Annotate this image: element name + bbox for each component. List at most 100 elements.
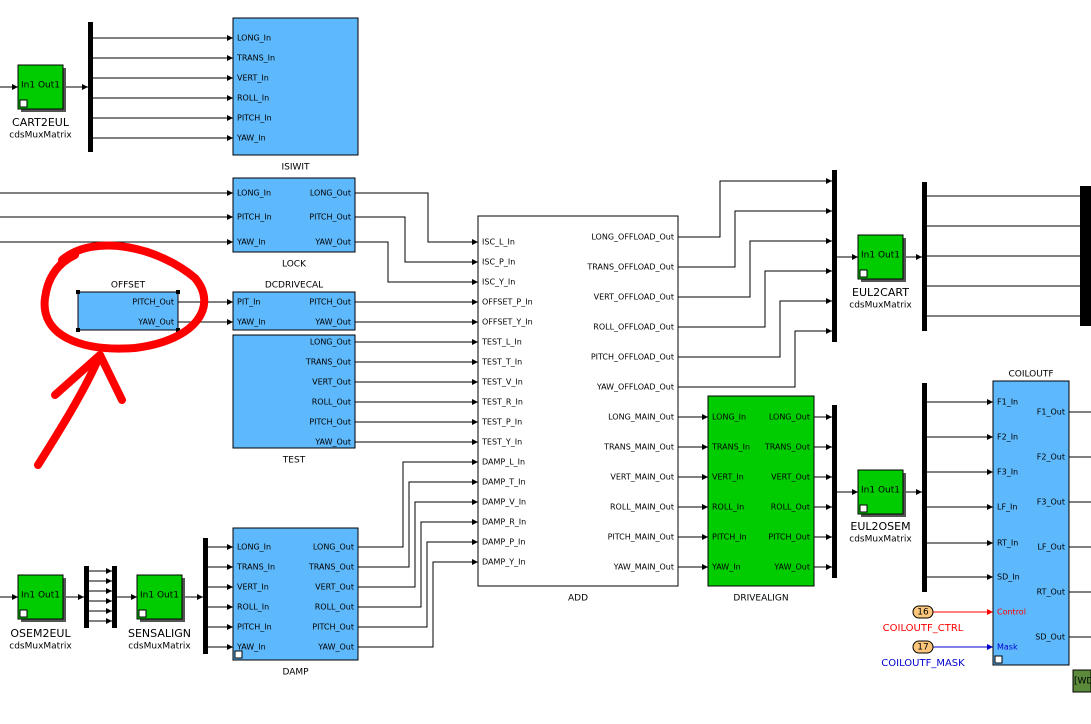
from-tag-shape[interactable] xyxy=(912,640,934,654)
signal-wire xyxy=(355,241,478,285)
test-block[interactable]: LONG_OutTRANS_OutVERT_OutROLL_OutPITCH_O… xyxy=(232,334,356,466)
add-out-port-label: ROLL_OFFLOAD_Out xyxy=(593,323,674,332)
test-out-port-label: LONG_Out xyxy=(310,338,351,347)
damp-title: DAMP xyxy=(282,668,309,678)
offset-title: OFFSET xyxy=(111,281,146,291)
damp-out-port-label: TRANS_Out xyxy=(308,563,354,572)
add-out-port-label: PITCH_MAIN_Out xyxy=(608,533,674,542)
isiwit-body[interactable] xyxy=(232,17,359,156)
link-icon xyxy=(19,99,28,108)
isiwit-block[interactable]: LONG_InTRANS_InVERT_InROLL_InPITCH_InYAW… xyxy=(232,17,359,173)
sensalign-name: SENSALIGN xyxy=(128,627,191,640)
drivealign-in-port-label: YAW_In xyxy=(711,563,741,572)
add-out-port-label: YAW_MAIN_Out xyxy=(613,563,674,572)
coiloutf-title: COILOUTF xyxy=(1008,370,1053,380)
signal-wire xyxy=(678,238,832,298)
isiwit-in-port-label: VERT_In xyxy=(237,74,269,83)
eul2osem-ports: In1 Out1 xyxy=(861,486,900,496)
selection-handle xyxy=(76,290,80,294)
link-icon xyxy=(19,609,28,618)
coiloutf-out-port-label: LF_Out xyxy=(1037,543,1065,552)
isiwit-in-port-label: LONG_In xyxy=(237,34,271,43)
link-icon xyxy=(234,650,243,659)
dcdrivecal-body[interactable] xyxy=(232,291,356,331)
drivealign-in-port-label: VERT_In xyxy=(712,473,744,482)
mux-bar xyxy=(922,383,927,592)
drivealign-block[interactable]: LONG_InTRANS_InVERT_InROLL_InPITCH_InYAW… xyxy=(707,395,815,604)
signal-wire xyxy=(358,559,478,648)
eul2cart-ports: In1 Out1 xyxy=(861,251,900,261)
wd-body[interactable] xyxy=(1072,669,1091,693)
add-in-port-label: TEST_Y_In xyxy=(481,438,522,447)
osem2eul-name: OSEM2EUL xyxy=(10,627,71,640)
add-out-port-label: VERT_OFFLOAD_Out xyxy=(594,293,674,302)
mux-bar xyxy=(84,566,89,628)
test-out-port-label: PITCH_Out xyxy=(309,418,351,427)
signal-wire xyxy=(358,459,478,548)
coiloutf-out-port-label: F1_Out xyxy=(1037,408,1065,417)
isiwit-in-port-label: ROLL_In xyxy=(237,94,269,103)
dcdrivecal-in-port-label: YAW_In xyxy=(236,318,266,327)
damp-body[interactable] xyxy=(232,527,359,661)
test-title: TEST xyxy=(282,456,306,466)
isiwit-in-port-label: PITCH_In xyxy=(237,114,272,123)
damp-in-port-label: YAW_In xyxy=(236,643,266,652)
offset-body[interactable] xyxy=(77,291,179,331)
test-out-port-label: TRANS_Out xyxy=(305,358,351,367)
test-body[interactable] xyxy=(232,334,356,449)
annotation-arrow-head xyxy=(51,351,126,404)
isiwit-in-port-label: TRANS_In xyxy=(236,54,275,63)
coiloutf-body[interactable] xyxy=(992,380,1070,666)
add-in-port-label: TEST_P_In xyxy=(481,418,522,427)
signal-wire xyxy=(678,178,832,238)
signal-wire xyxy=(358,499,478,588)
coiloutf-in-port-label: F3_In xyxy=(997,468,1018,477)
drivealign-title: DRIVEALIGN xyxy=(733,594,788,604)
add-block[interactable]: ISC_L_InISC_P_InISC_Y_InOFFSET_P_InOFFSE… xyxy=(477,215,679,604)
drivealign-body[interactable] xyxy=(707,395,815,587)
add-body[interactable] xyxy=(477,215,679,587)
coiloutf-block[interactable]: F1_InF2_InF3_InLF_InRT_InSD_InF1_OutF2_O… xyxy=(992,370,1070,666)
from-tag-number: 16 xyxy=(917,608,929,618)
coiloutf-in-port-label: LF_In xyxy=(997,503,1018,512)
mux-bar xyxy=(88,22,93,152)
mux-bar xyxy=(832,170,837,342)
from-tag-shape[interactable] xyxy=(912,605,934,619)
selection-handle xyxy=(176,290,180,294)
eul2cart-name: EUL2CART xyxy=(852,286,909,299)
lock-block[interactable]: LONG_InPITCH_InYAW_InLONG_OutPITCH_OutYA… xyxy=(232,177,356,270)
selection-handle xyxy=(76,328,80,332)
lock-body[interactable] xyxy=(232,177,356,253)
damp-out-port-label: ROLL_Out xyxy=(315,603,354,612)
mux-bar xyxy=(922,182,927,331)
damp-in-port-label: LONG_In xyxy=(237,543,271,552)
from-tag-label: COILOUTF_MASK xyxy=(881,658,965,669)
coiloutf-out-port-label: F2_Out xyxy=(1037,453,1065,462)
wd-block[interactable]: [WD xyxy=(1072,669,1091,693)
add-in-port-label: OFFSET_P_In xyxy=(482,298,533,307)
eul2cart-library: cdsMuxMatrix xyxy=(849,301,912,311)
link-icon xyxy=(859,269,868,278)
lock-out-port-label: LONG_Out xyxy=(310,189,351,198)
link-icon xyxy=(994,655,1003,664)
add-in-port-label: ISC_Y_In xyxy=(482,278,515,287)
offset-out-port-label: YAW_Out xyxy=(137,318,174,327)
cart2eul-ports: In1 Out1 xyxy=(21,81,60,91)
link-icon xyxy=(859,504,868,513)
damp-block[interactable]: LONG_InTRANS_InVERT_InROLL_InPITCH_InYAW… xyxy=(232,527,359,678)
add-out-port-label: PITCH_OFFLOAD_Out xyxy=(591,353,674,362)
damp-in-port-label: TRANS_In xyxy=(236,563,275,572)
add-in-port-label: OFFSET_Y_In xyxy=(482,318,533,327)
add-in-port-label: DAMP_P_In xyxy=(482,538,525,547)
damp-in-port-label: ROLL_In xyxy=(237,603,269,612)
add-out-port-label: VERT_MAIN_Out xyxy=(610,473,674,482)
